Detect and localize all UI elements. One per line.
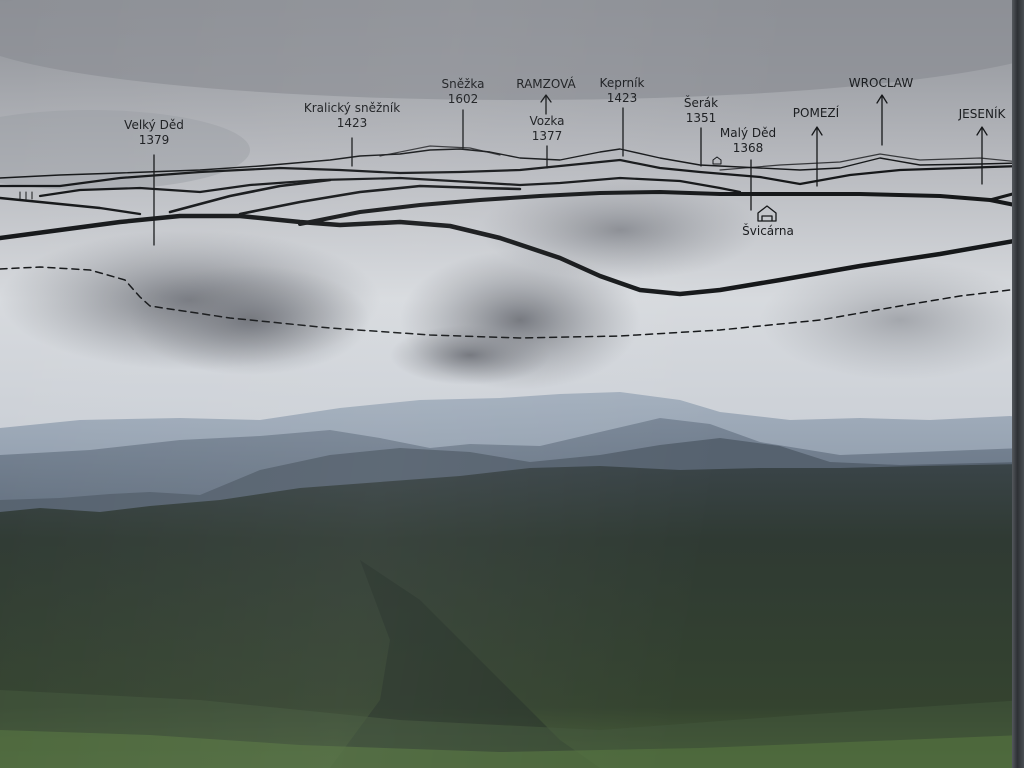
label-pomezi: POMEZÍ <box>793 106 839 121</box>
label-velky-ded: Velký Děd 1379 <box>124 118 184 148</box>
label-wroclaw: WROCLAW <box>849 76 913 91</box>
peak-name: Vozka <box>529 114 565 128</box>
label-kralicky-sneznik: Kralický sněžník 1423 <box>304 101 400 131</box>
label-svicarna: Švicárna <box>742 224 794 239</box>
meadow <box>0 730 1024 768</box>
peak-elevation: 1379 <box>138 133 170 147</box>
peak-elevation: 1602 <box>447 92 479 106</box>
window-frame <box>1012 0 1024 768</box>
place-name: POMEZÍ <box>792 106 840 120</box>
peak-elevation: 1368 <box>732 141 764 155</box>
valley-shadow <box>330 560 600 768</box>
label-keprnik: Keprník 1423 <box>600 76 645 106</box>
peak-elevation: 1423 <box>336 116 368 130</box>
label-ramzova: RAMZOVÁ <box>516 77 576 92</box>
forested-slope <box>0 464 1024 768</box>
label-snezka: Sněžka 1602 <box>442 77 485 107</box>
peak-name: Velký Děd <box>124 118 184 132</box>
peak-name: Kralický sněžník <box>303 101 401 115</box>
label-serak: Šerák 1351 <box>684 96 718 126</box>
peak-name: Šerák <box>683 96 719 110</box>
peak-elevation: 1377 <box>531 129 563 143</box>
peak-name: Malý Děd <box>719 126 777 140</box>
place-name: WROCLAW <box>848 76 914 90</box>
label-vozka: Vozka 1377 <box>529 114 564 144</box>
place-name: JESENÍK <box>958 107 1006 121</box>
peak-elevation: 1423 <box>606 91 638 105</box>
place-name: RAMZOVÁ <box>516 77 576 91</box>
peak-name: Keprník <box>599 76 645 90</box>
peak-elevation: 1351 <box>685 111 717 125</box>
place-name: Švicárna <box>742 224 794 238</box>
peak-name: Sněžka <box>441 77 485 91</box>
label-jesenik: JESENÍK <box>959 107 1006 122</box>
label-maly-ded: Malý Děd 1368 <box>720 126 776 156</box>
